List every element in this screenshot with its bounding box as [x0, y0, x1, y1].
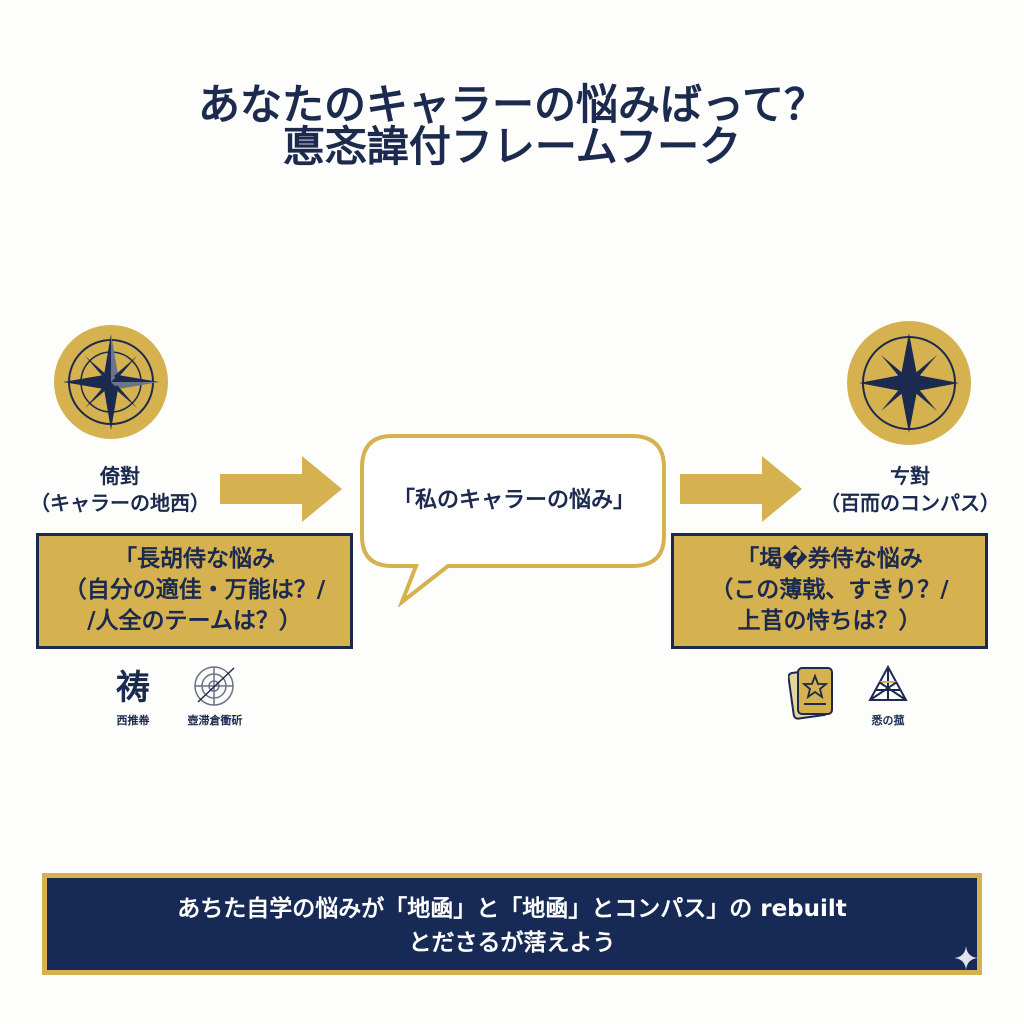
- summary-banner: あちた自学の悩みが「地凾」と「地凾」とコンパス」の rebuilt とださるが萿…: [42, 873, 982, 975]
- compass-icon-left: [54, 325, 168, 439]
- left-label: 倚對 （キャラーの地西）: [0, 463, 240, 517]
- arrow-right-icon-left: [220, 456, 342, 522]
- icon-label: 悉の菰: [871, 714, 905, 727]
- right-box-line: 「堨�券侍な悩み: [736, 546, 923, 572]
- sparkle-icon: [954, 946, 978, 970]
- title-line-2: 悳忞諱付フレームフーク: [282, 122, 742, 171]
- icon-label: 西推帣: [116, 714, 150, 727]
- right-label-subtitle: （百而のコンパス）: [820, 491, 1000, 515]
- radar-map-icon: [194, 666, 235, 706]
- right-info-box: 「堨�券侍な悩み （この薄戟、すきり？/ 上苢の恃ちは？）: [671, 533, 988, 649]
- tarot-cards-icon: [788, 667, 833, 720]
- banner-line-2: とださるが萿えよう: [408, 930, 616, 956]
- left-box-line: （自分の適佳・万能は？/: [63, 577, 326, 603]
- compass-icon-right: [847, 321, 971, 445]
- icon-label: 壺滞倉衝斫: [187, 714, 243, 727]
- speech-bubble: [360, 434, 666, 607]
- bubble-text: 「私のキャラーの悩み」: [392, 488, 635, 513]
- right-box-line: 上苢の恃ちは？）: [737, 608, 922, 634]
- triangle-symbol-icon: [868, 664, 908, 701]
- left-label-subtitle: （キャラーの地西）: [30, 491, 210, 515]
- left-label-title: 倚對: [100, 464, 140, 488]
- arrow-right-icon-right: [680, 456, 802, 522]
- banner-line-1: あちた自学の悩みが「地凾」と「地凾」とコンパス」の rebuilt: [177, 896, 847, 922]
- left-box-line: /人全のテームは？）: [87, 608, 302, 634]
- left-info-box: 「長胡侍な悩み （自分の適佳・万能は？/ /人全のテームは？）: [36, 533, 353, 649]
- right-label: ㄘ對 （百而のコンパス）: [790, 463, 1024, 517]
- title-line-1: あなたのキャラーの悩みばって？: [198, 80, 826, 129]
- right-box-line: （この薄戟、すきり？/: [710, 577, 949, 603]
- kanji-icon: 祷: [116, 668, 150, 708]
- right-label-title: ㄘ對: [890, 464, 930, 488]
- left-box-line: 「長胡侍な悩み: [114, 546, 275, 572]
